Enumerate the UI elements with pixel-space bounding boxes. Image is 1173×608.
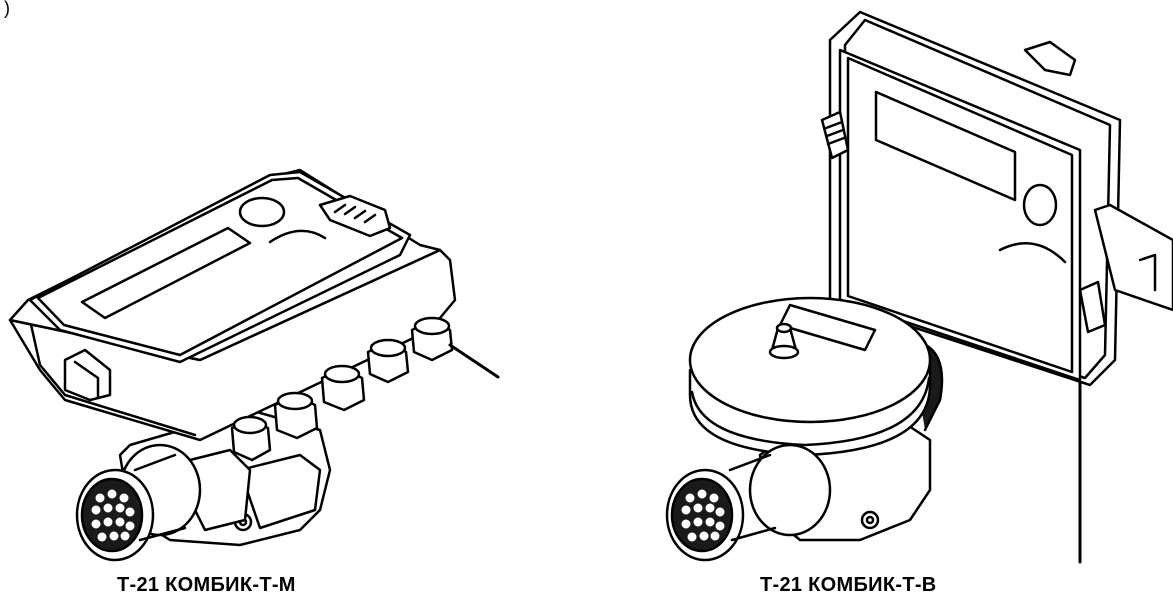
inlet-coupling bbox=[75, 443, 202, 562]
corner-mark: ) bbox=[4, 0, 10, 18]
meter-cap bbox=[688, 296, 932, 457]
panel-housing bbox=[820, 10, 1173, 387]
probe-wire bbox=[448, 343, 500, 379]
inlet-coupling bbox=[665, 443, 832, 562]
device-illustration-m bbox=[0, 0, 560, 570]
device-m-drawing bbox=[8, 168, 500, 562]
device-caption-b: Т-21 КОМБИК-Т-В bbox=[760, 574, 937, 596]
housing bbox=[8, 168, 457, 442]
device-caption-m: Т-21 КОМБИК-Т-М bbox=[117, 574, 296, 596]
device-b-drawing bbox=[665, 10, 1173, 564]
cable-glands bbox=[230, 316, 454, 462]
device-illustration-b bbox=[640, 0, 1173, 570]
